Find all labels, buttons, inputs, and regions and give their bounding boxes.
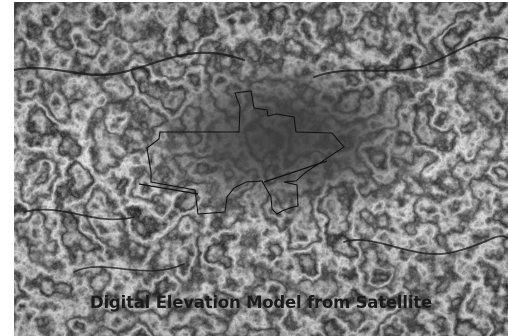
map-caption: Digital Elevation Model from Satellite — [90, 293, 432, 312]
road-line-icon — [138, 160, 328, 195]
dem-map — [14, 2, 508, 336]
study-area-boundary-icon — [146, 90, 345, 215]
dem-raster — [14, 2, 508, 336]
river-channels — [14, 36, 508, 273]
